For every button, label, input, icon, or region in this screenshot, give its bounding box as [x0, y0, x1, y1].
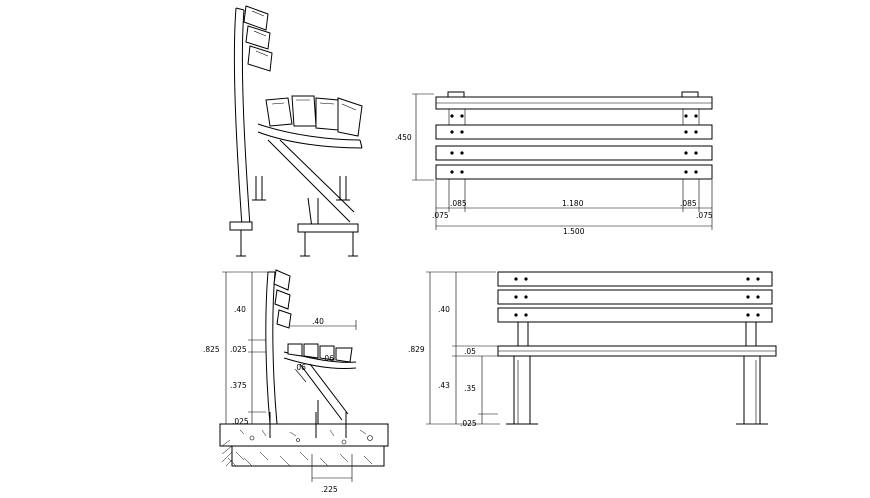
section-view: .40 .40 .825 .025 .06 .06 .375 .025 .225	[203, 269, 389, 494]
back-slats	[243, 5, 273, 72]
plan-leg-spacing-right: .085	[680, 199, 697, 208]
front-back-slats	[497, 271, 773, 323]
plan-length-dimensions: .085 1.180 .085 .075 .075 1.500	[432, 180, 713, 236]
plan-overall-length: 1.500	[563, 227, 585, 236]
plan-view: .450 .085 1.180 .085 .075 .075 1.500	[395, 91, 713, 236]
plan-height-label: .450	[395, 133, 412, 142]
side-elevation	[229, 5, 363, 257]
plan-bolts	[450, 114, 698, 174]
front-seat-thickness: .05	[464, 347, 476, 356]
side-feet	[229, 176, 359, 257]
section-slat-depth-diag: .06	[294, 363, 306, 372]
front-base-height: .025	[460, 419, 477, 428]
plan-overhang-left: .075	[432, 211, 449, 220]
section-dimensions: .40 .40 .825 .025 .06 .06 .375 .025 .225	[203, 271, 357, 494]
section-footing	[219, 423, 389, 467]
plan-overhang-right: .075	[696, 211, 713, 220]
section-gap-height: .025	[230, 345, 247, 354]
front-legs	[506, 355, 768, 425]
section-seat-slats	[287, 343, 353, 363]
plan-leg-spacing-left: .085	[450, 199, 467, 208]
plan-height-dimension: .450	[395, 93, 434, 181]
plan-slats	[435, 96, 713, 180]
seat-slats	[265, 95, 363, 137]
plan-clear-span: 1.180	[562, 199, 584, 208]
section-back-slats	[273, 269, 292, 329]
section-footing-width: .225	[321, 485, 338, 494]
front-leg-height: .35	[464, 384, 476, 393]
section-total-height: .825	[203, 345, 220, 354]
front-back-height: .40	[438, 305, 450, 314]
front-elevation: .40 .829 .05 .43 .35 .025	[408, 271, 777, 428]
front-seat-height: .43	[438, 381, 450, 390]
section-seat-height: .375	[230, 381, 247, 390]
front-total-height: .829	[408, 345, 425, 354]
section-slat-depth: .06	[322, 354, 334, 363]
section-back-height: .40	[234, 305, 246, 314]
section-backrest-depth: .40	[312, 317, 324, 326]
plan-supports	[448, 109, 700, 196]
section-base-height: .025	[232, 417, 249, 426]
front-seat	[497, 345, 777, 357]
front-dimensions: .40 .829 .05 .43 .35 .025	[408, 271, 500, 428]
